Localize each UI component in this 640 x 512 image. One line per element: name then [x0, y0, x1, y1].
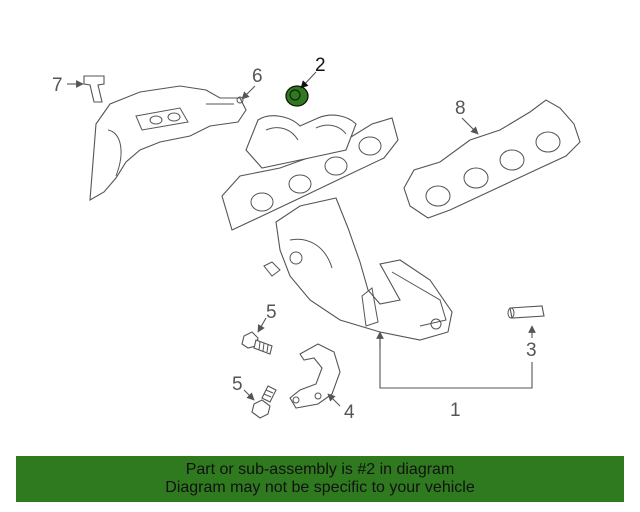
leader-6 — [241, 85, 256, 100]
callout-5a: 5 — [266, 302, 277, 323]
callout-7: 7 — [52, 75, 63, 96]
callout-1: 1 — [450, 400, 461, 421]
callout-3: 3 — [526, 340, 537, 361]
clip-icon[interactable] — [83, 75, 105, 103]
bracket-icon[interactable] — [289, 343, 341, 409]
callout-6: 6 — [252, 66, 263, 87]
callout-4: 4 — [344, 402, 355, 423]
leader-5b — [243, 389, 255, 401]
banner-line-2: Diagram may not be specific to your vehi… — [165, 479, 475, 496]
leader-1 — [379, 336, 533, 389]
callout-2: 2 — [315, 55, 326, 76]
leader-2 — [300, 71, 317, 89]
bolt-icon[interactable] — [241, 331, 273, 355]
leader-4 — [327, 393, 341, 407]
flange-nut-icon[interactable] — [285, 85, 309, 107]
bolt-icon[interactable] — [251, 385, 277, 419]
leader-5a — [257, 317, 267, 333]
banner-line-1: Part or sub-assembly is #2 in diagram — [185, 461, 455, 478]
callout-5b: 5 — [232, 374, 243, 395]
pipe-stud-icon[interactable] — [507, 305, 545, 319]
info-banner: Part or sub-assembly is #2 in diagram Di… — [16, 456, 624, 502]
callout-8: 8 — [455, 98, 466, 119]
leader-8 — [461, 117, 479, 135]
heat-shield-icon[interactable] — [89, 85, 247, 201]
gasket-icon[interactable] — [403, 99, 581, 219]
exhaust-manifold-icon[interactable] — [221, 114, 453, 341]
